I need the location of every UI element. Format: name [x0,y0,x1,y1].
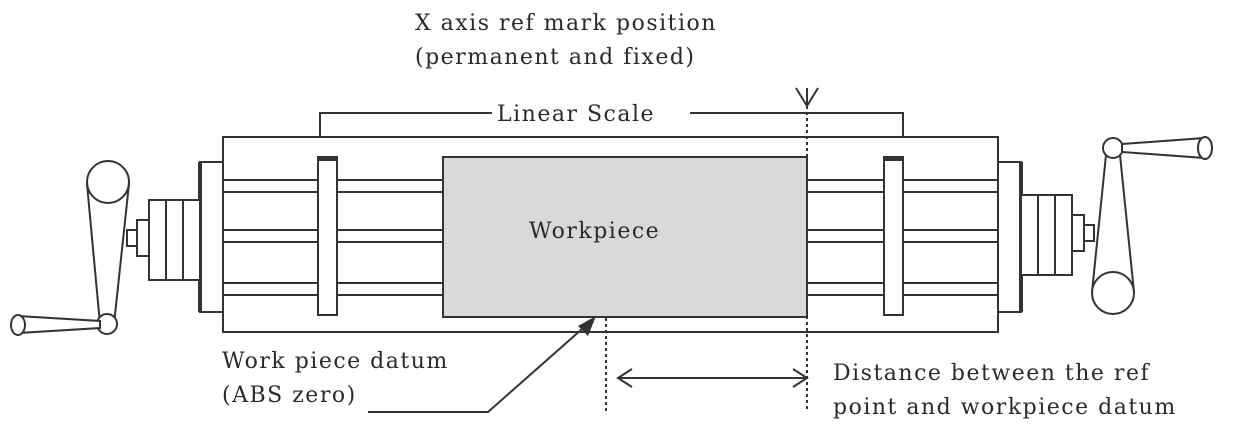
distance-label-line1: Distance between the ref [833,361,1150,386]
right-end-assembly [997,161,1095,313]
ref-mark-arrow-icon [795,87,819,108]
distance-double-arrow-icon [616,368,809,388]
left-end-assembly [126,161,224,313]
left-handwheel-icon [10,160,130,336]
linear-scale-bracket [319,112,904,137]
ref-mark-label-line1: X axis ref mark position [415,11,717,36]
datum-label-line1: Work piece datum [222,349,449,374]
left-clamp [317,156,338,316]
datum-leader-arrow-icon [368,316,596,413]
workpiece [442,156,808,318]
workpiece-label: Workpiece [529,219,660,244]
distance-label-line2: point and workpiece datum [833,395,1177,420]
ref-mark-label-line2: (permanent and fixed) [415,45,696,70]
linear-scale-label: Linear Scale [497,102,655,127]
datum-label-line2: (ABS zero) [222,383,357,408]
right-clamp [883,156,904,316]
right-handwheel-icon [1091,136,1213,315]
